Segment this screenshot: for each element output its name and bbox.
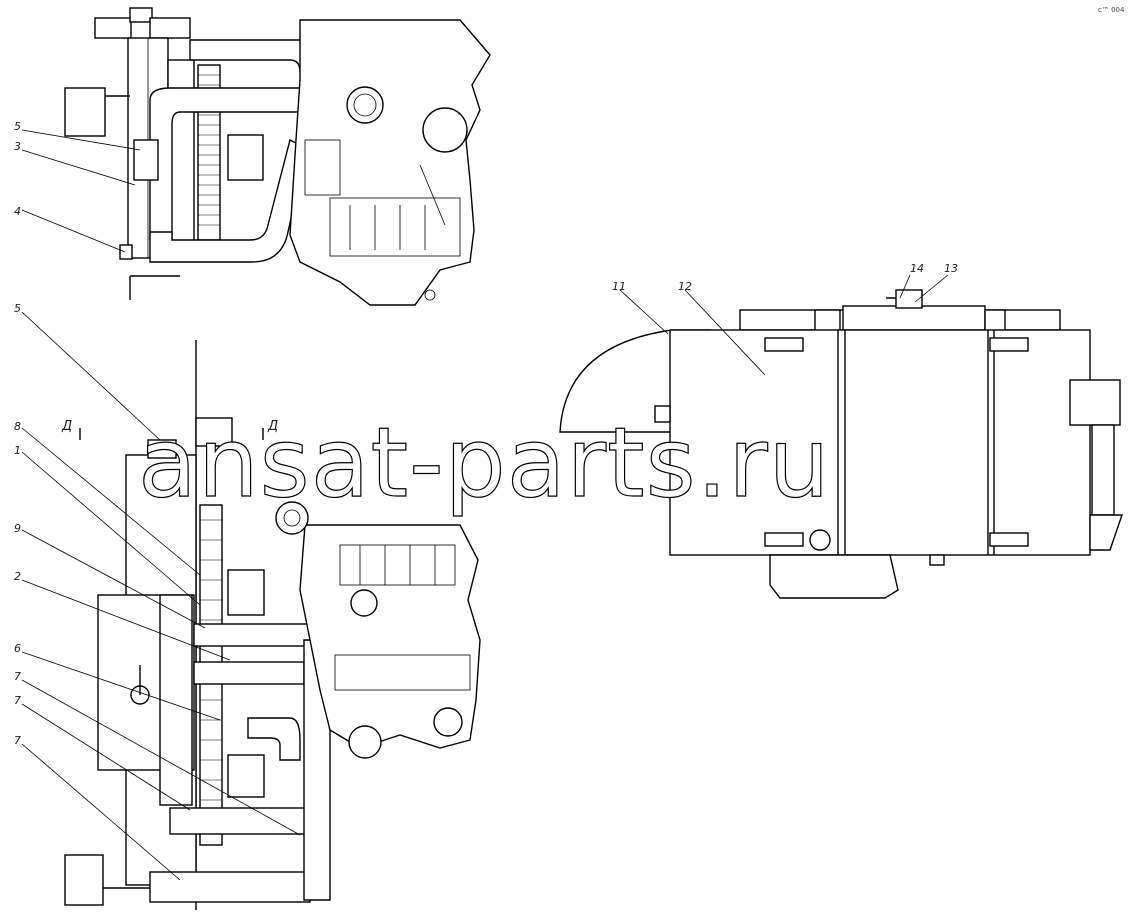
top-label-3: 3 [14, 140, 21, 153]
right-label-13: 13 [944, 262, 958, 275]
section-mark-left: Д [61, 419, 72, 434]
side-label-8: 8 [14, 420, 21, 433]
side-label-5: 5 [14, 302, 21, 315]
top-view: 5 3 4 [14, 7, 491, 306]
side-label-1: 1 [14, 444, 21, 457]
side-label-9: 9 [14, 522, 21, 535]
section-mark-right: Д [267, 419, 278, 434]
right-view: 11 12 14 13 [559, 262, 1123, 599]
side-label-2: 2 [14, 570, 21, 583]
corner-mark: c™ 004 [1098, 6, 1125, 14]
side-label-7c: 7 [14, 734, 21, 747]
side-label-7a: 7 [14, 670, 21, 683]
right-label-11: 11 [612, 280, 626, 293]
top-label-4: 4 [14, 205, 21, 218]
right-label-14: 14 [910, 262, 924, 275]
watermark-text: ansat-parts.ru [138, 407, 831, 519]
top-label-5: 5 [14, 120, 21, 133]
side-view: Д Д [14, 302, 481, 910]
side-label-7b: 7 [14, 694, 21, 707]
right-label-12: 12 [678, 280, 692, 293]
side-label-6: 6 [14, 642, 21, 655]
